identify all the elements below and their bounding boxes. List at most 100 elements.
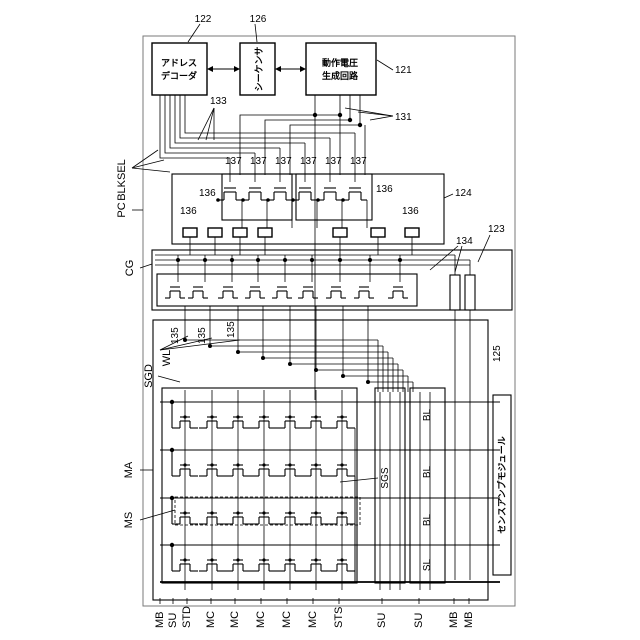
- wl-lead-dot: [288, 362, 292, 366]
- decoder-sequencer-arrow: [207, 66, 240, 72]
- string-drain-dot: [170, 543, 174, 547]
- decoder-bus-133: [160, 95, 355, 182]
- ref-136-a: 136: [199, 188, 216, 199]
- address-decoder-line1: アドレス: [161, 58, 197, 69]
- cg-junction: [338, 258, 342, 262]
- cg-junction: [283, 258, 287, 262]
- bottom-label: MB: [463, 612, 475, 629]
- cg-connections: [176, 255, 402, 282]
- chip-outline: [143, 36, 515, 606]
- sgd-label: SGD: [143, 364, 155, 388]
- string-drain-dot: [170, 496, 174, 500]
- bottom-label: MC: [281, 611, 293, 628]
- string-drain-dot: [170, 400, 174, 404]
- transistor-group-left: [222, 174, 292, 220]
- memory-string-highlight: [175, 497, 360, 525]
- ref-136-d: 136: [402, 206, 419, 217]
- cg-transistor: [354, 287, 374, 298]
- cg-transistor: [388, 287, 408, 298]
- bl-label-3: BL: [422, 513, 433, 526]
- drivers-136: [183, 228, 419, 255]
- wl-lead-dot: [314, 368, 318, 372]
- cg-junction: [230, 258, 234, 262]
- wl-lead-dot: [236, 350, 240, 354]
- ref-122: 122: [195, 14, 212, 25]
- cg-transistors: [165, 287, 408, 298]
- block-134-b: [465, 275, 475, 310]
- leader-124: [444, 194, 453, 198]
- cg-transistor-strip: [157, 274, 417, 306]
- blksel-label: BLKSEL: [116, 159, 128, 201]
- address-decoder-line2: デコーダ: [161, 70, 197, 82]
- sl-label: SL: [422, 558, 433, 571]
- cg-junction: [256, 258, 260, 262]
- ref-125: 125: [492, 345, 503, 362]
- wl-lead-dot: [208, 344, 212, 348]
- ref-136-c: 136: [180, 206, 197, 217]
- cg-transistor: [188, 287, 208, 298]
- leaders-131: [345, 108, 393, 120]
- bl-label-2: BL: [422, 465, 433, 478]
- ms-label: MS: [123, 512, 135, 529]
- ref-134: 134: [456, 236, 473, 247]
- blksel-leaders: [132, 150, 170, 172]
- bl-label-1: BL: [422, 408, 433, 421]
- block-134-a: [450, 275, 460, 310]
- cg-transistor: [165, 287, 185, 298]
- wl-lead-dot: [341, 374, 345, 378]
- voltage-generator-block: [306, 43, 376, 95]
- bottom-label: MC: [205, 611, 217, 628]
- driver-box-136: [258, 228, 272, 237]
- bottom-labels: MBSUSTDMCMCMCMCMCSTSSUSUMBMB: [154, 598, 475, 628]
- ref-137-a: 137: [225, 156, 242, 167]
- address-decoder-block: [152, 43, 207, 95]
- ref-126: 126: [250, 14, 267, 25]
- leader-123: [478, 235, 490, 262]
- cg-junction: [203, 258, 207, 262]
- cg-junction: [398, 258, 402, 262]
- ref-135-c: 135: [226, 321, 237, 338]
- cg-label: CG: [124, 260, 136, 277]
- ref-135-a: 135: [170, 327, 181, 344]
- driver-box-136: [208, 228, 222, 237]
- ref-137-b: 137: [250, 156, 267, 167]
- bottom-label: MC: [255, 611, 267, 628]
- ma-label: MA: [123, 461, 135, 478]
- ref-131: 131: [395, 112, 412, 123]
- ref-137-labels: 137 137 137 137 137 137: [225, 156, 367, 167]
- cg-transistor: [245, 287, 265, 298]
- sequencer-label: シーケンサ: [254, 47, 265, 92]
- cg-junction: [176, 258, 180, 262]
- ref-137-e: 137: [325, 156, 342, 167]
- driver-box-136: [183, 228, 197, 237]
- bottom-label: SU: [167, 613, 179, 628]
- ref-133: 133: [210, 96, 227, 107]
- transistor-137: [216, 188, 242, 228]
- transistor-137: [241, 188, 267, 228]
- ms-leader: [140, 510, 175, 520]
- bottom-label: MC: [307, 611, 319, 628]
- transistor-137: [291, 188, 317, 228]
- sense-amp-label: センスアンプモジュール: [496, 436, 508, 534]
- wl-label: WL: [161, 350, 173, 367]
- voltage-generator-line1: 動作電圧: [322, 57, 358, 69]
- bottom-label: MB: [448, 612, 460, 629]
- ref-137-c: 137: [275, 156, 292, 167]
- memory-array-frame: [153, 320, 488, 600]
- leader-126: [255, 24, 257, 42]
- leaders-133: [198, 108, 214, 140]
- ref-137-d: 137: [300, 156, 317, 167]
- bottom-label: SU: [413, 613, 425, 628]
- bottom-label: SU: [376, 613, 388, 628]
- generator-bus-131: [240, 95, 365, 400]
- cg-leader: [140, 264, 152, 268]
- driver-box-136: [371, 228, 385, 237]
- wl-lead-dot: [366, 380, 370, 384]
- word-line-leads: [158, 306, 413, 392]
- transistor-137: [266, 188, 292, 228]
- voltage-generator-line2: 生成回路: [322, 70, 359, 82]
- ref-137-f: 137: [350, 156, 367, 167]
- bottom-label: MB: [154, 612, 166, 629]
- bottom-label: MC: [229, 611, 241, 628]
- driver-box-136: [233, 228, 247, 237]
